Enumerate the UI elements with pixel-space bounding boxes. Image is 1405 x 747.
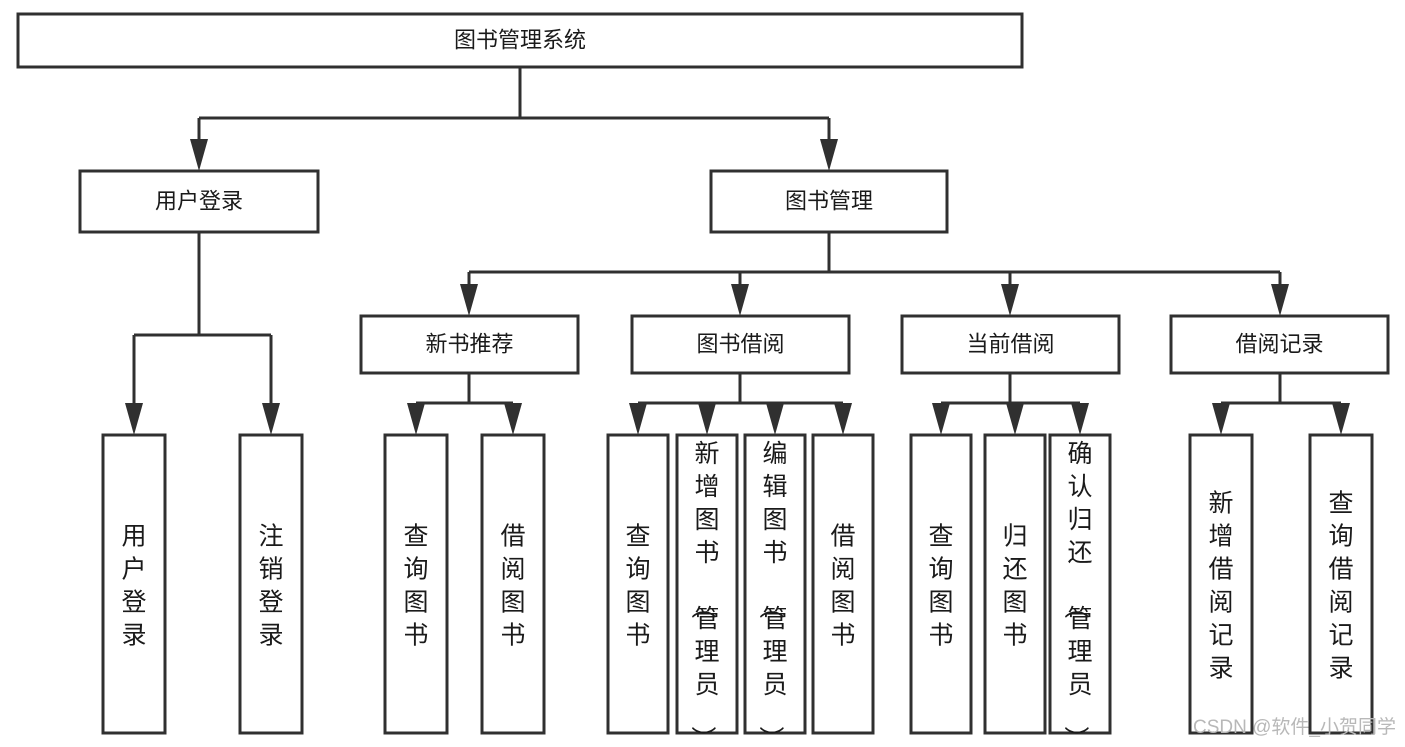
arrow-head-leaf-query-record [1332,403,1350,435]
nodes-layer: 图书管理系统用户登录图书管理新书推荐图书借阅当前借阅借阅记录用户登录注销登录查询… [16,12,1390,747]
node-box-current-borrow[interactable] [900,314,1121,375]
arrow-head-leaf-borrow-book-rec [504,403,522,435]
arrow-head-leaf-query-book-cur [932,403,950,435]
arrow-head-leaf-confirm-return [1071,403,1089,435]
node-label-book-manage: 图书管理 [785,188,873,213]
node-box-leaf-query-record[interactable] [1308,433,1374,735]
node-label-leaf-add-record: 新增借阅记录 [1208,489,1233,682]
node-label-leaf-borrow-book: 借阅图书 [830,522,855,649]
connector-group-borrow-record [1212,373,1350,435]
node-label-borrow-record: 借阅记录 [1235,331,1323,356]
node-label-leaf-query-record: 查询借阅记录 [1328,489,1353,682]
connector-group-root [190,67,838,171]
node-label-new-book-recommend: 新书推荐 [425,331,513,356]
node-current-borrow[interactable]: 当前借阅 [900,314,1121,375]
node-box-borrow-record[interactable] [1169,314,1390,375]
node-label-user-login: 用户登录 [155,188,243,213]
node-box-leaf-add-record[interactable] [1188,433,1254,735]
node-box-leaf-user-login[interactable] [101,433,167,735]
node-box-book-manage[interactable] [709,169,949,234]
arrow-head-leaf-add-record [1212,403,1230,435]
node-label-current-borrow: 当前借阅 [966,331,1054,356]
arrow-head-leaf-user-login [125,403,143,435]
arrow-head-leaf-borrow-book [834,403,852,435]
arrow-head-book-borrow [731,284,749,316]
node-leaf-query-book-cur[interactable]: 查询图书 [909,433,973,735]
node-leaf-add-record[interactable]: 新增借阅记录 [1188,433,1254,735]
watermark-text: CSDN @软件_小贺同学 [1193,716,1396,738]
node-box-leaf-confirm-return[interactable] [1048,433,1112,735]
connector-group-current-borrow [932,373,1089,435]
arrow-head-leaf-add-book [698,403,716,435]
arrow-head-leaf-return-book [1006,403,1024,435]
node-book-borrow[interactable]: 图书借阅 [630,314,851,375]
node-label-leaf-add-book: 新增图书（管理员） [688,440,719,747]
arrow-head-current-borrow [1001,284,1019,316]
node-box-leaf-query-book-borrow[interactable] [606,433,670,735]
node-box-leaf-user-logout[interactable] [238,433,304,735]
arrow-head-leaf-query-book-rec [407,403,425,435]
node-leaf-edit-book[interactable]: 编辑图书（管理员） [743,433,807,747]
node-label-leaf-user-logout: 注销登录 [258,522,283,649]
node-box-leaf-borrow-book-rec[interactable] [480,433,546,735]
node-book-manage[interactable]: 图书管理 [709,169,949,234]
node-leaf-return-book[interactable]: 归还图书 [983,433,1047,735]
arrow-head-borrow-record [1271,284,1289,316]
connector-group-book-borrow [629,373,852,435]
node-box-leaf-return-book[interactable] [983,433,1047,735]
node-borrow-record[interactable]: 借阅记录 [1169,314,1390,375]
node-label-leaf-query-book-rec: 查询图书 [403,522,428,649]
node-label-leaf-return-book: 归还图书 [1002,522,1027,649]
arrow-head-new-book-recommend [460,284,478,316]
arrow-head-book-manage [820,139,838,171]
node-leaf-user-logout[interactable]: 注销登录 [238,433,304,735]
node-label-leaf-user-login: 用户登录 [121,522,146,649]
arrow-head-leaf-query-book-borrow [629,403,647,435]
node-leaf-query-book-borrow[interactable]: 查询图书 [606,433,670,735]
node-leaf-borrow-book-rec[interactable]: 借阅图书 [480,433,546,735]
node-box-leaf-borrow-book[interactable] [811,433,875,735]
node-root[interactable]: 图书管理系统 [16,12,1024,69]
node-label-leaf-query-book-borrow: 查询图书 [625,522,650,649]
node-leaf-user-login[interactable]: 用户登录 [101,433,167,735]
connector-group-user-login [125,232,280,435]
node-leaf-query-record[interactable]: 查询借阅记录 [1308,433,1374,735]
node-label-leaf-edit-book: 编辑图书（管理员） [756,440,787,747]
arrow-head-leaf-user-logout [262,403,280,435]
arrow-head-user-login [190,139,208,171]
arrow-head-leaf-edit-book [766,403,784,435]
node-label-leaf-borrow-book-rec: 借阅图书 [500,522,525,649]
node-box-leaf-query-book-rec[interactable] [383,433,449,735]
node-box-leaf-add-book[interactable] [675,433,739,735]
node-user-login[interactable]: 用户登录 [78,169,320,234]
node-label-leaf-confirm-return: 确认归还（管理员） [1061,440,1092,747]
node-leaf-add-book[interactable]: 新增图书（管理员） [675,433,739,747]
node-leaf-confirm-return[interactable]: 确认归还（管理员） [1048,433,1112,747]
node-box-new-book-recommend[interactable] [359,314,580,375]
node-label-root: 图书管理系统 [454,27,586,52]
node-new-book-recommend[interactable]: 新书推荐 [359,314,580,375]
node-leaf-query-book-rec[interactable]: 查询图书 [383,433,449,735]
connector-group-new-book-recommend [407,373,522,435]
node-box-book-borrow[interactable] [630,314,851,375]
node-box-root[interactable] [16,12,1024,69]
node-box-leaf-query-book-cur[interactable] [909,433,973,735]
node-box-leaf-edit-book[interactable] [743,433,807,735]
node-box-user-login[interactable] [78,169,320,234]
node-label-leaf-query-book-cur: 查询图书 [928,522,953,649]
connector-group-book-manage [460,232,1289,316]
node-leaf-borrow-book[interactable]: 借阅图书 [811,433,875,735]
node-label-book-borrow: 图书借阅 [696,331,784,356]
